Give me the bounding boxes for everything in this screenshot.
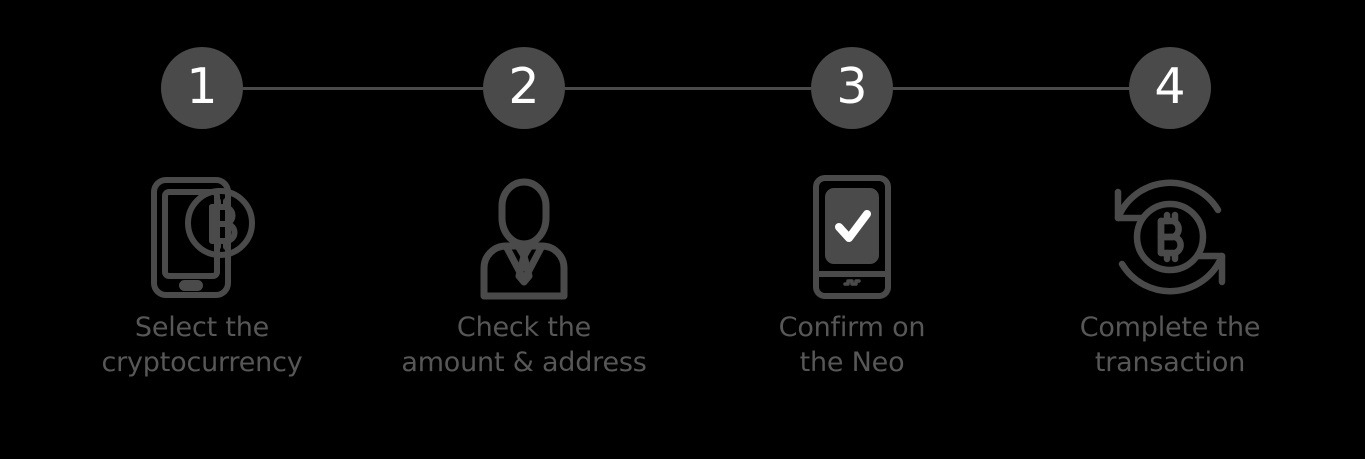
step-node-1[interactable]: 1 (161, 47, 243, 129)
step-item-complete-transaction: Complete the transaction (1020, 170, 1320, 380)
step-node-2-number: 2 (508, 58, 540, 115)
step-item-confirm-on-device: Confirm on the Neo (702, 170, 1002, 380)
phone-bitcoin-icon (140, 170, 264, 300)
device-checkmark-icon (790, 170, 914, 300)
step-node-2[interactable]: 2 (483, 47, 565, 129)
step-label-2: Check the amount & address (401, 312, 647, 378)
rail-segment-2-3 (565, 87, 811, 90)
step-node-3[interactable]: 3 (811, 47, 893, 129)
rail-segment-1-2 (243, 87, 483, 90)
step-item-check-amount-address: Check the amount & address (374, 170, 674, 380)
step-label-1: Select the cryptocurrency (101, 312, 303, 378)
step-label-4: Complete the transaction (1079, 312, 1261, 378)
step-node-1-number: 1 (186, 58, 218, 115)
progress-rail: 1 2 3 4 (0, 0, 1365, 140)
step-list: Select the cryptocurrency Check the amou… (0, 170, 1365, 420)
step-item-select-cryptocurrency: Select the cryptocurrency (52, 170, 352, 380)
person-suit-icon (462, 170, 586, 300)
step-node-3-number: 3 (836, 58, 868, 115)
bitcoin-refresh-icon (1106, 170, 1234, 300)
rail-segment-3-4 (893, 87, 1129, 90)
step-label-3: Confirm on the Neo (778, 312, 926, 378)
step-node-4[interactable]: 4 (1129, 47, 1211, 129)
step-node-4-number: 4 (1154, 58, 1186, 115)
